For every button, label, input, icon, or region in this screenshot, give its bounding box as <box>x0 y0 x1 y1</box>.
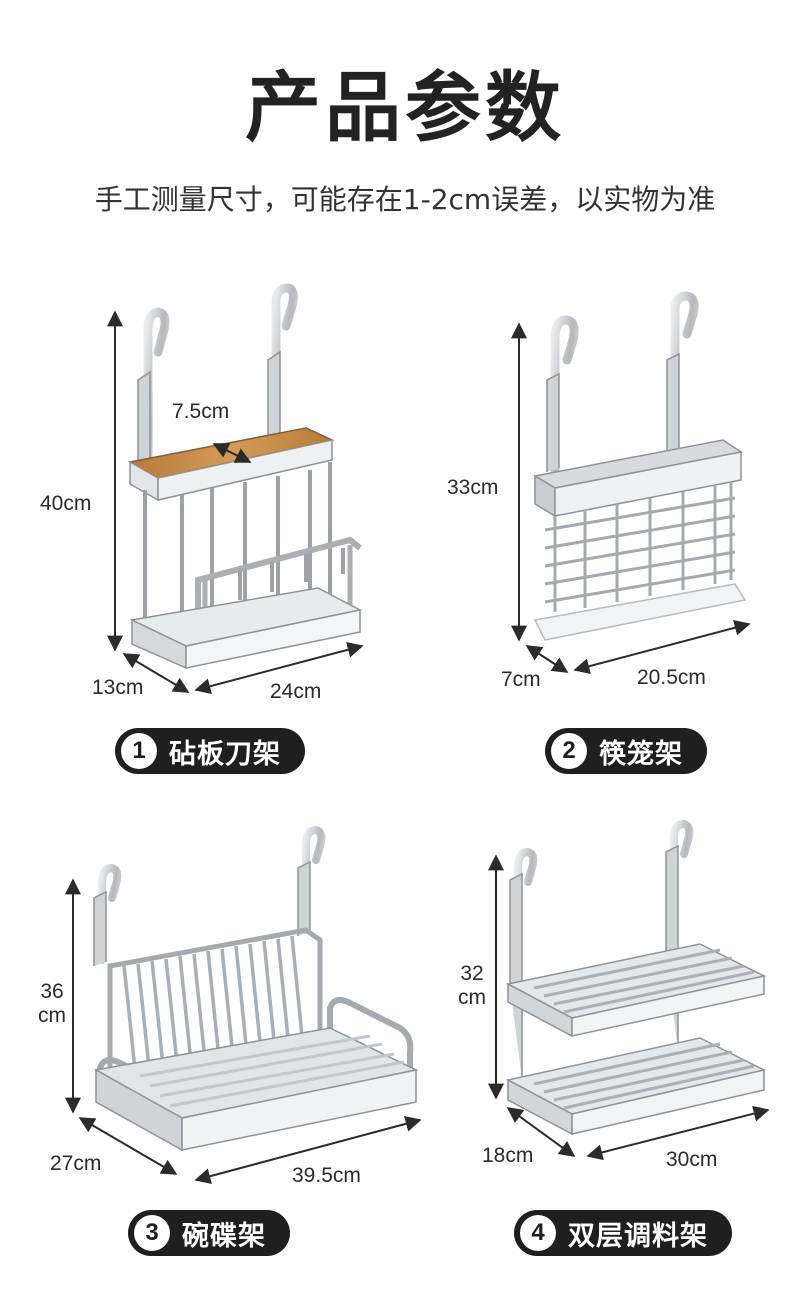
product-label-1: 1 砧板刀架 <box>115 728 305 774</box>
product-label-4: 4 双层调料架 <box>514 1210 732 1256</box>
dim-depth-3: 27cm <box>50 1152 102 1175</box>
product-name-2: 筷笼架 <box>599 738 683 770</box>
dim-width-1: 24cm <box>270 680 322 703</box>
dim-height-3-value: 36 <box>40 980 64 1003</box>
dim-height-4-value: 32 <box>460 962 484 985</box>
dim-depth-1: 13cm <box>92 676 144 699</box>
product-chopstick-holder: 33cm 7cm 20.5cm 2 筷笼架 <box>405 0 810 780</box>
product-number-1: 1 <box>121 733 157 769</box>
product-label-2: 2 筷笼架 <box>545 728 707 774</box>
cutting-board-rack-image <box>107 283 364 695</box>
product-dish-rack: 36 cm 27cm 39.5cm 3 碗碟架 <box>0 780 430 1292</box>
dish-rack-image <box>65 825 422 1185</box>
dim-height-2: 33cm <box>447 476 499 499</box>
product-number-2: 2 <box>551 733 587 769</box>
product-cutting-board-rack: 40cm 7.5cm 13cm 24cm 1 砧板刀架 <box>0 0 405 780</box>
product-name-4: 双层调料架 <box>568 1220 708 1252</box>
dim-height-3-unit: cm <box>38 1004 66 1027</box>
dim-width-4: 30cm <box>666 1148 718 1171</box>
page-subtitle: 手工测量尺寸，可能存在1-2cm误差，以实物为准 <box>94 183 716 216</box>
dim-width-2: 20.5cm <box>637 666 706 689</box>
dim-height-1: 40cm <box>40 492 92 515</box>
dim-depth-4: 18cm <box>482 1144 534 1167</box>
product-number-3: 3 <box>134 1215 170 1251</box>
chopstick-holder-image <box>511 291 751 675</box>
dim-depth-2: 7cm <box>501 668 541 691</box>
spice-rack-image <box>488 819 770 1161</box>
product-label-3: 3 碗碟架 <box>128 1210 290 1256</box>
dim-height-4: 32 cm <box>458 962 486 1010</box>
product-spice-rack: 32 cm 18cm 30cm 4 双层调料架 <box>430 780 810 1292</box>
dim-height-4-unit: cm <box>458 986 486 1009</box>
product-name-3: 碗碟架 <box>182 1220 266 1252</box>
page-title: 产品参数 <box>245 63 565 152</box>
product-name-1: 砧板刀架 <box>169 738 281 770</box>
dim-height-3: 36 cm <box>38 980 66 1028</box>
dim-inner-1: 7.5cm <box>172 400 230 423</box>
product-number-4: 4 <box>520 1215 556 1251</box>
dim-width-3: 39.5cm <box>292 1164 361 1187</box>
